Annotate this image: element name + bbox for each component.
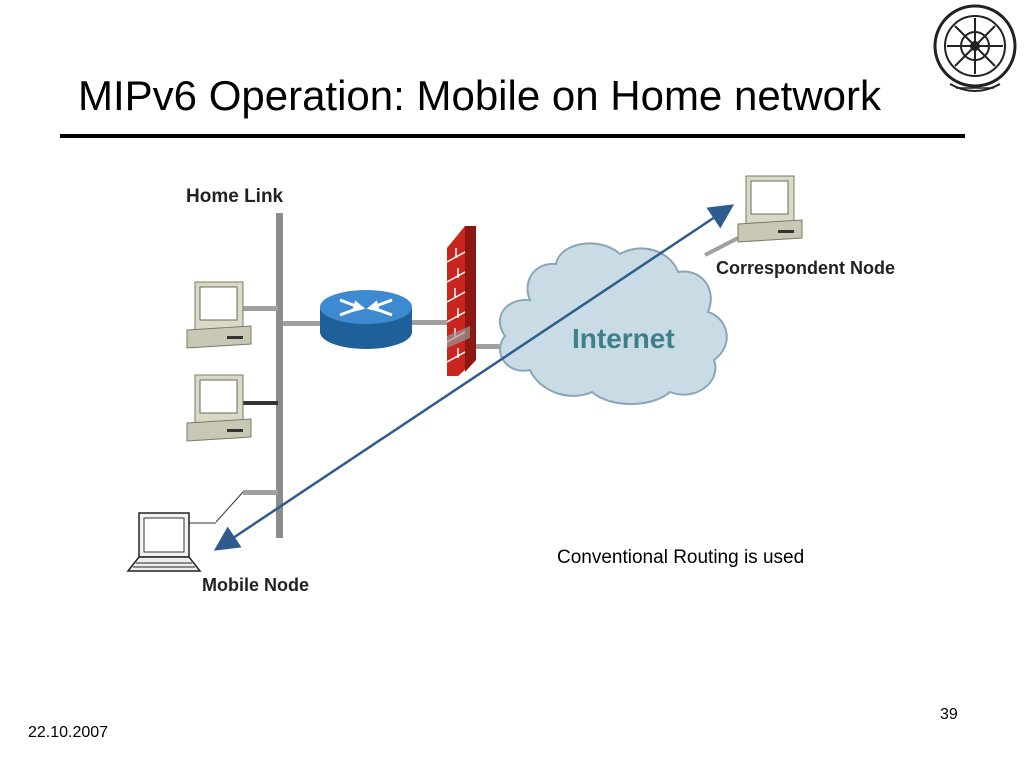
desktop-computer-icon: [737, 175, 803, 243]
institute-seal-logo: [933, 4, 1017, 92]
routing-arrow: [213, 204, 735, 551]
router-icon: [320, 290, 412, 349]
home-link-bar: [276, 213, 283, 538]
desktop-computer-icon: [186, 281, 252, 349]
routing-caption: Conventional Routing is used: [557, 547, 805, 568]
home-link-label: Home Link: [186, 186, 284, 207]
laptop-icon: [126, 512, 202, 572]
slide-title: MIPv6 Operation: Mobile on Home network: [78, 72, 882, 119]
cloud-correspondent-link: [704, 234, 743, 257]
pc2-link-stub: [243, 401, 278, 405]
internet-label: Internet: [572, 323, 675, 354]
mobile-attach-line: [215, 491, 244, 523]
router-firewall-link: [412, 320, 447, 325]
mobile-link-stub: [243, 490, 278, 495]
title-underline: [60, 134, 965, 138]
pc1-link-stub: [243, 306, 278, 311]
page-number: 39: [940, 706, 958, 723]
desktop-computer-icon: [186, 374, 252, 442]
correspondent-node-label: Correspondent Node: [716, 258, 895, 278]
mobile-node-label: Mobile Node: [202, 575, 309, 595]
slide-date: 22.10.2007: [28, 724, 109, 741]
firewall-icon: [446, 226, 476, 376]
router-link-stub: [283, 321, 321, 326]
